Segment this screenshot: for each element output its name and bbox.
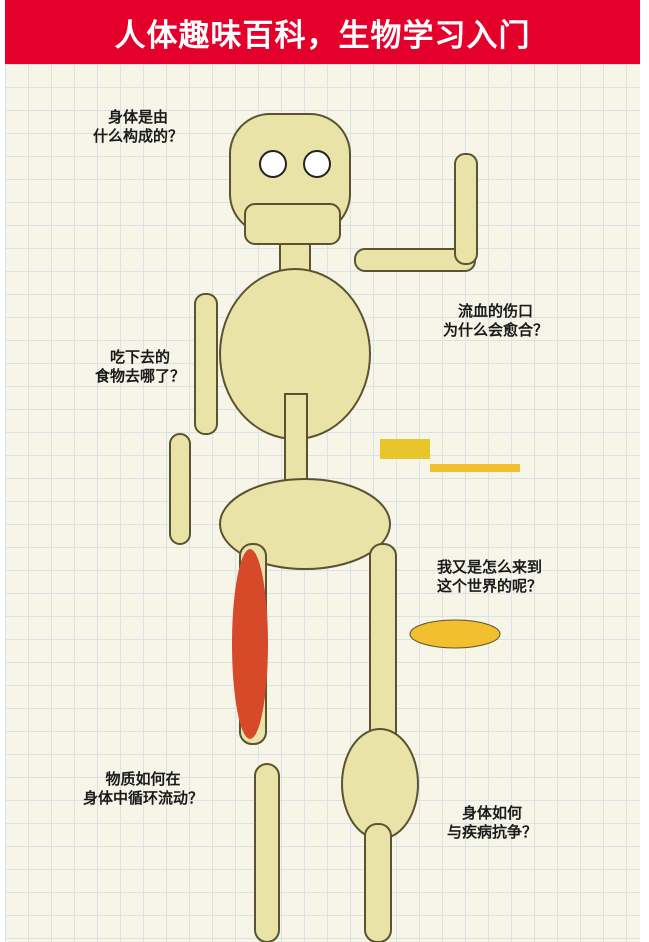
right-thigh [369, 543, 397, 745]
question-line: 物质如何在 [105, 770, 181, 788]
question-line: 食物去哪了？ [95, 367, 186, 385]
left-forearm [169, 433, 191, 545]
question-line: 身体如何 [462, 804, 523, 822]
question-body-composition: 身体是由什么构成的？ [93, 108, 183, 146]
question-line: 为什么会愈合？ [443, 321, 549, 339]
question-wound-healing: 流血的伤口为什么会愈合？ [443, 302, 548, 340]
right-shin [364, 823, 392, 942]
skeleton-illustration: 身体是由什么构成的？ 流血的伤口为什么会愈合？ 吃下去的食物去哪了？ 我又是怎么… [5, 64, 640, 942]
question-line: 身体中循环流动？ [83, 789, 204, 807]
toolbox [380, 439, 430, 459]
question-line: 身体是由 [108, 108, 169, 126]
jaw [244, 203, 341, 245]
blimp [409, 619, 501, 649]
question-line: 这个世界的呢？ [437, 577, 543, 595]
right-forearm [454, 153, 478, 265]
left-upper-arm [194, 293, 218, 435]
title-banner: 人体趣味百科，生物学习入门 [5, 0, 640, 64]
question-line: 我又是怎么来到 [437, 558, 543, 576]
left-eye [259, 150, 287, 178]
question-digestion: 吃下去的食物去哪了？ [95, 348, 185, 386]
question-line: 什么构成的？ [93, 127, 184, 145]
question-line: 吃下去的 [110, 348, 171, 366]
question-line: 流血的伤口 [458, 302, 534, 320]
question-line: 与疾病抗争？ [447, 823, 538, 841]
question-birth: 我又是怎么来到这个世界的呢？ [437, 558, 542, 596]
left-shin [254, 763, 280, 942]
hose [430, 464, 520, 472]
question-immunity: 身体如何与疾病抗争？ [447, 804, 537, 842]
question-circulation: 物质如何在身体中循环流动？ [83, 770, 203, 808]
right-eye [303, 150, 331, 178]
right-knee [341, 728, 419, 840]
thigh-muscles [232, 549, 268, 739]
banner-title: 人体趣味百科，生物学习入门 [114, 17, 531, 54]
skeleton-drawing [169, 113, 520, 942]
